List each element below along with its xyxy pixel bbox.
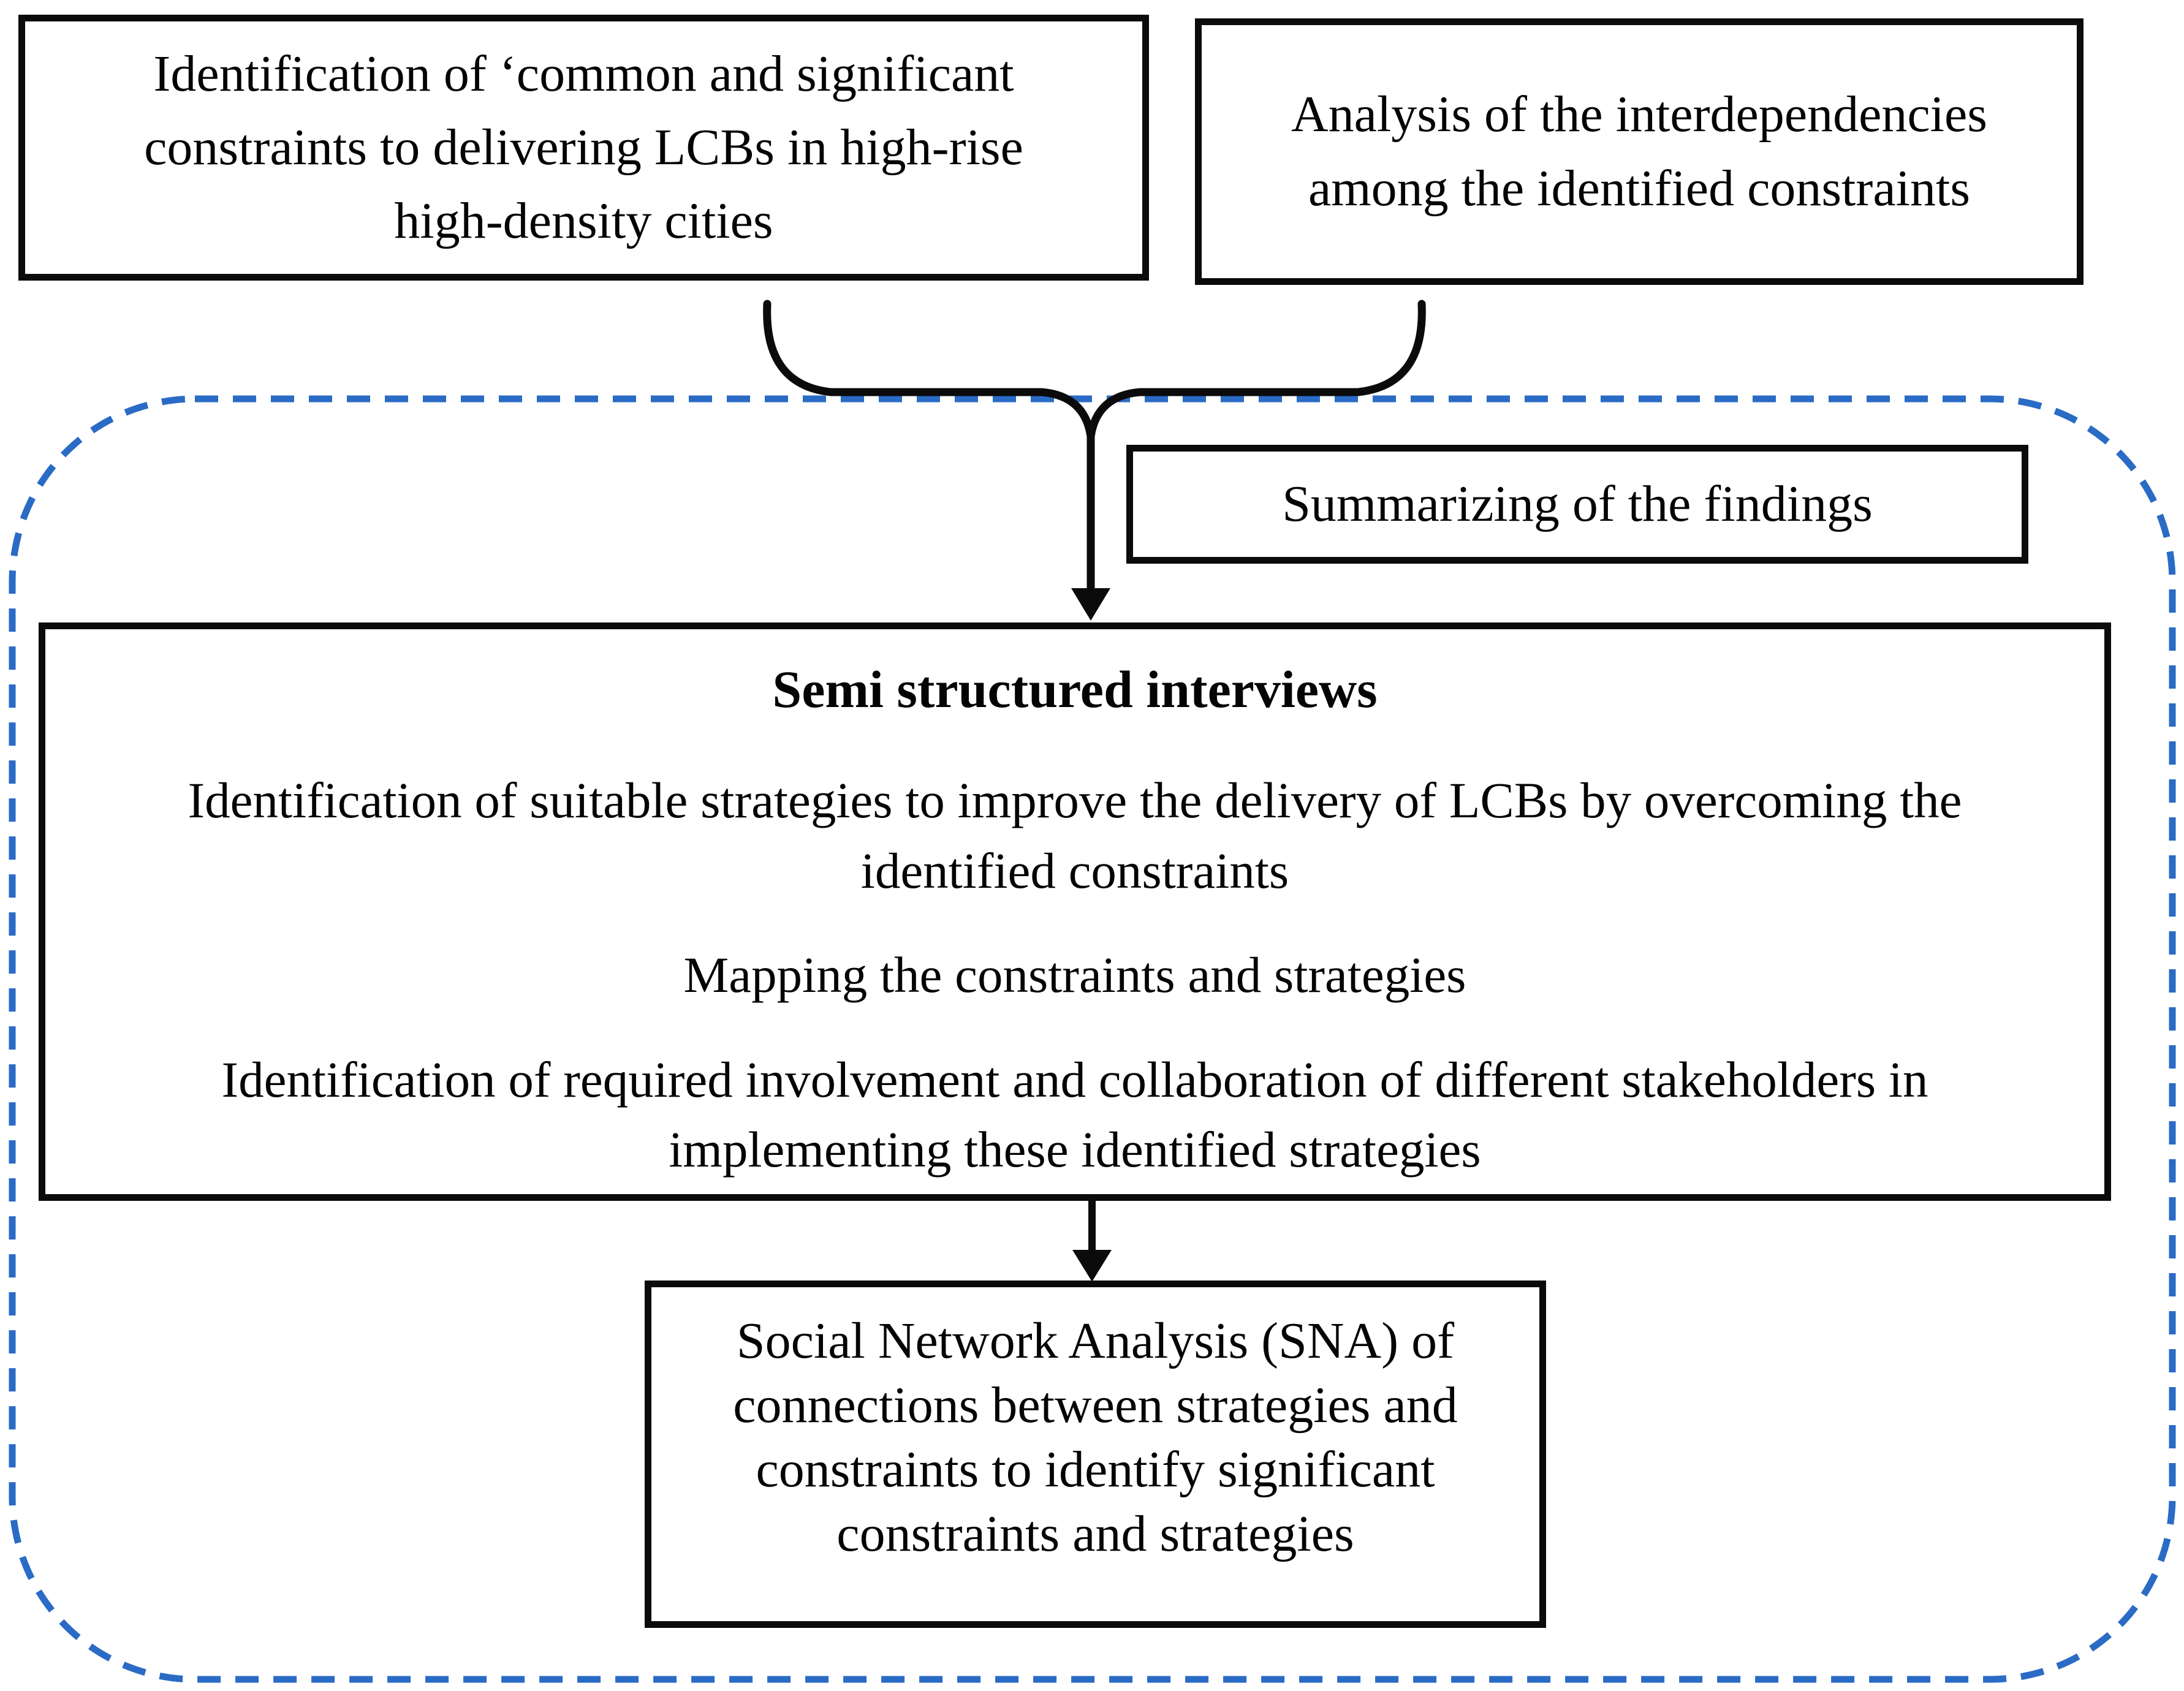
box-constraints-identification: Identification of ‘common and significan…: [18, 15, 1149, 281]
interviews-title: Semi structured interviews: [772, 660, 1378, 719]
box-semi-structured-interviews: Semi structured interviews Identificatio…: [39, 622, 2111, 1201]
box-interdependency-analysis: Analysis of the interdependencies among …: [1195, 18, 2084, 285]
merge-brace: [763, 300, 1426, 441]
merge-arrow: [1071, 431, 1110, 621]
arrow-down-icon: [1072, 1250, 1112, 1282]
box-social-network-analysis: Social Network Analysis (SNA) of connect…: [645, 1281, 1546, 1628]
dashed-phase-boundary: [9, 395, 2176, 1683]
arrow-down-icon: [1071, 588, 1110, 621]
interviews-item-mapping: Mapping the constraints and strategies: [683, 947, 1466, 1004]
box-summarizing-findings: Summarizing of the findings: [1126, 445, 2028, 564]
flow-arrow-to-sna: [1072, 1200, 1112, 1282]
interviews-item-strategies: Identification of suitable strategies to…: [188, 772, 1962, 899]
interviews-item-stakeholders: Identification of required involvement a…: [221, 1051, 1928, 1178]
